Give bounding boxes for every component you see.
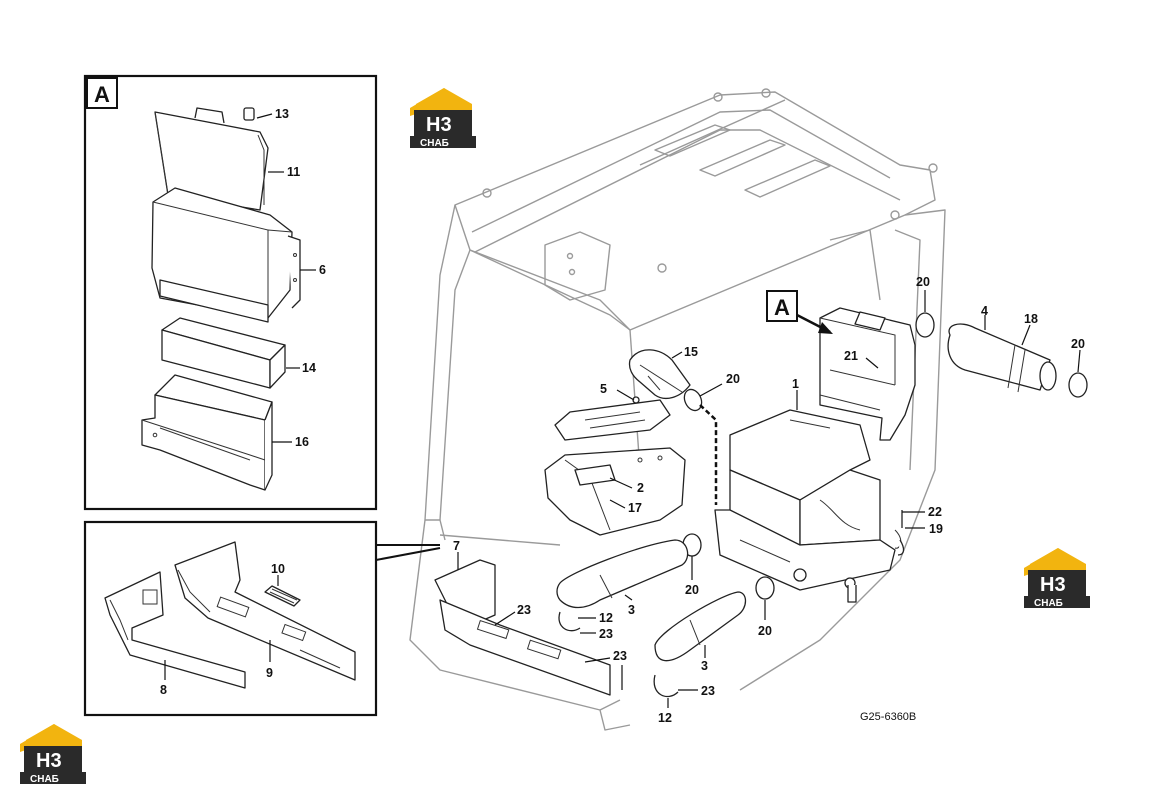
part-grille-10 [264,585,301,607]
part-pipe-4 [947,323,1057,393]
main-labels: 15 20 5 2 17 1 21 20 4 18 20 22 19 20 20… [453,275,1085,725]
part-housing-17 [544,447,686,536]
label-6: 6 [319,263,326,277]
part-lid-11 [154,107,269,211]
label-18: 18 [1024,312,1038,326]
label-12-lower: 12 [658,711,672,725]
part-clamp-20-right-a [915,312,935,338]
part-clamp-20-low [755,576,775,600]
label-3-upper: 3 [628,603,635,617]
label-15: 15 [684,345,698,359]
label-20-right-a: 20 [916,275,930,289]
detail-frame-a: A [83,74,378,511]
detail-frame-letter: A [94,82,110,107]
label-23-duct-right: 23 [613,649,627,663]
label-16: 16 [295,435,309,449]
label-20-top: 20 [726,372,740,386]
svg-text:CHAБ: CHAБ [420,138,449,149]
label-9: 9 [266,666,273,680]
part-hose-3-upper [556,539,689,609]
label-23-lower: 23 [701,684,715,698]
part-clamp-20-right-b [1068,372,1088,398]
logo-bottom: H3 CHAБ [20,724,86,785]
detail-frame-floor-ducts: 10 8 9 [83,520,441,717]
label-3-lower: 3 [701,659,708,673]
part-duct-21 [819,307,916,441]
svg-text:H3: H3 [426,114,452,136]
part-hose-15 [628,349,691,399]
part-hook-12-upper [558,611,581,632]
label-23-duct: 23 [517,603,531,617]
label-11: 11 [287,165,300,179]
label-8: 8 [160,683,167,697]
label-17: 17 [628,501,642,515]
part-filter-14 [161,317,286,389]
svg-text:A: A [774,295,790,320]
label-19: 19 [929,522,943,536]
label-13: 13 [275,107,289,121]
part-hose-3-lower [654,591,747,662]
label-14: 14 [302,361,316,375]
label-10: 10 [271,562,285,576]
part-duct-16 [141,374,273,491]
label-4: 4 [981,304,988,318]
logo-top: H3 CHAБ [410,88,476,149]
part-panel-5 [554,396,671,441]
reference-code: G25-6360B [860,711,916,723]
label-7: 7 [453,539,460,553]
part-clamp-20-top [683,388,703,412]
part-heater-1 [714,409,902,603]
svg-text:CHAБ: CHAБ [30,774,59,785]
label-2: 2 [637,481,644,495]
label-21: 21 [844,349,858,363]
part-box-6 [151,187,301,323]
logo-right: H3 CHAБ [1024,548,1090,609]
svg-text:H3: H3 [1040,574,1066,596]
label-5: 5 [600,382,607,396]
label-20-mid: 20 [685,583,699,597]
label-1: 1 [792,377,799,391]
label-12-upper: 12 [599,611,613,625]
part-clip-19 [897,539,905,556]
callout-a: A [766,290,833,334]
part-duct-8 [104,571,246,689]
label-22: 22 [928,505,942,519]
label-20-low: 20 [758,624,772,638]
label-23-upper: 23 [599,627,613,641]
svg-text:H3: H3 [36,750,62,772]
label-20-right-b: 20 [1071,337,1085,351]
part-knob-13 [243,107,255,121]
part-duct-9 [174,541,356,681]
part-hook-12-lower [653,674,679,698]
svg-text:CHAБ: CHAБ [1034,598,1063,609]
part-floor-duct-7 [434,559,611,696]
